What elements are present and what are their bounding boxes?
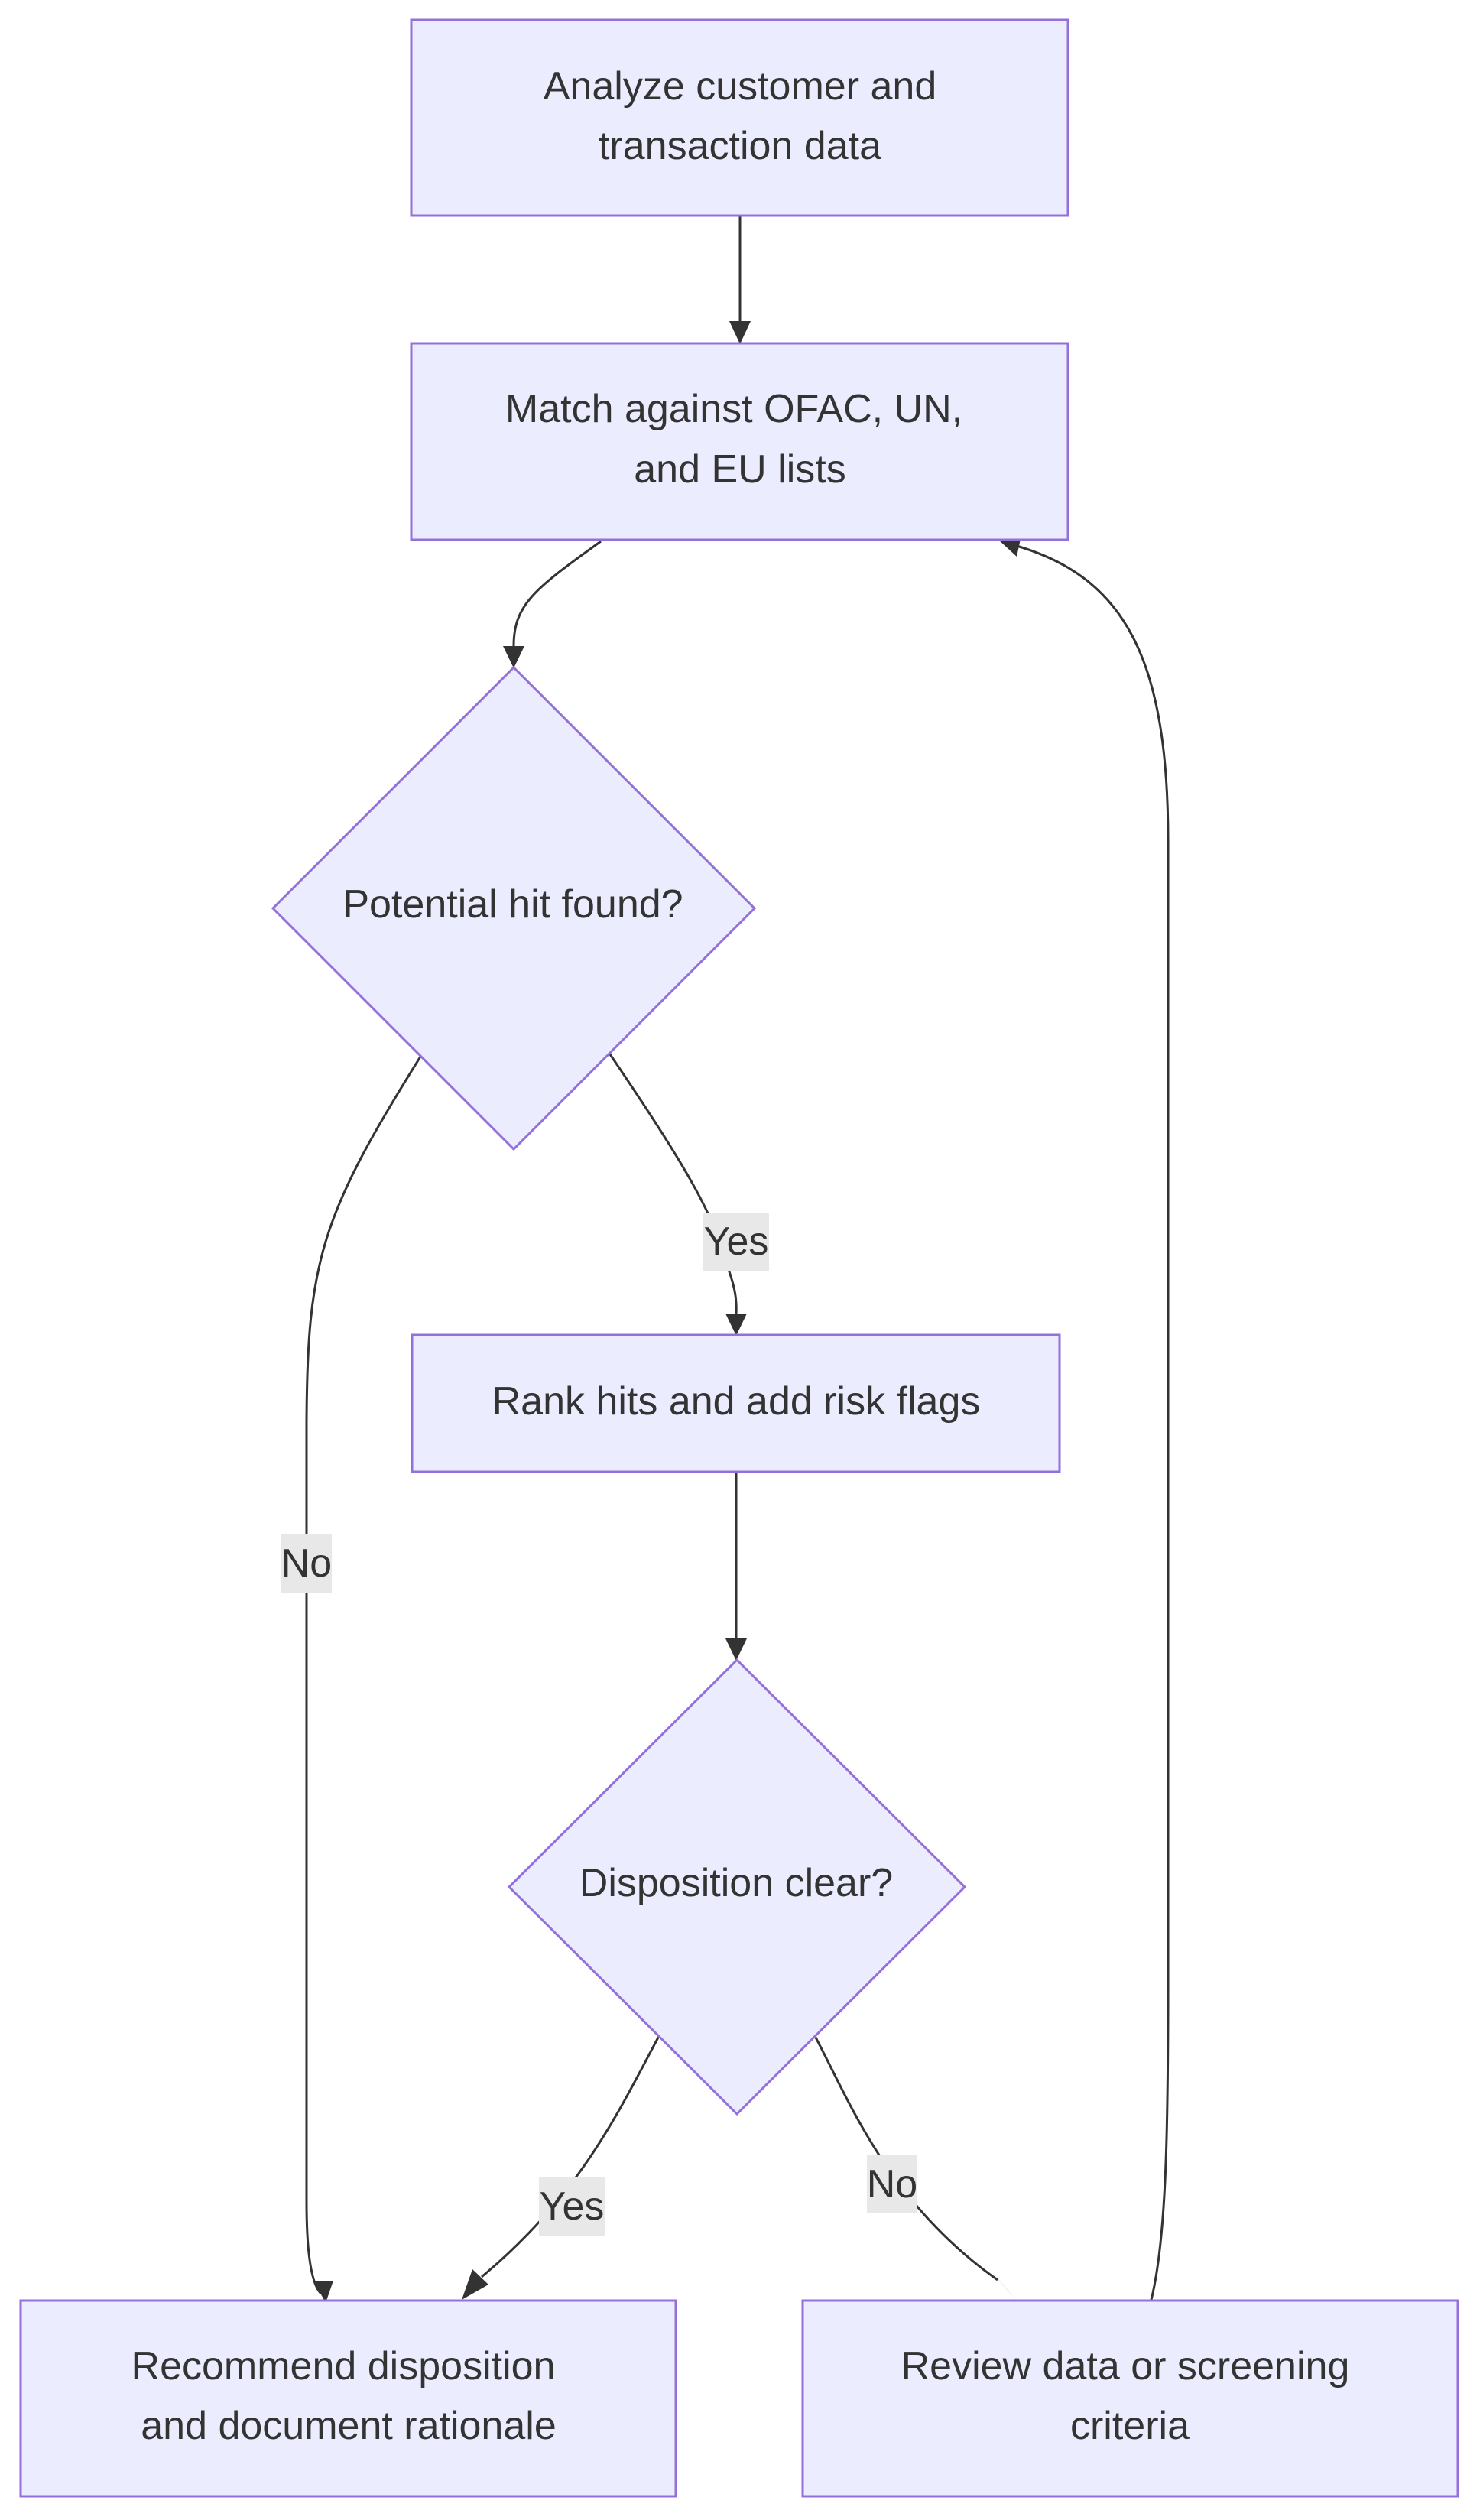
- node-analyze: Analyze customer and transaction data: [410, 18, 1069, 217]
- edge-hit-yes-arrowhead: [725, 1314, 747, 1336]
- edge-hit-yes: [609, 1054, 738, 1314]
- edge-labels: Yes No Yes No: [281, 1213, 917, 2236]
- edge-label-disp-no: No: [867, 2155, 917, 2213]
- edge-disp-yes-arrowhead: [462, 2269, 488, 2300]
- edge-disp-no: [813, 2035, 998, 2281]
- edge-label-hit-no: No: [281, 1534, 332, 1593]
- node-rank: Rank hits and add risk flags: [411, 1333, 1061, 1473]
- node-match-line-1: Match against OFAC, UN,: [505, 387, 962, 431]
- node-recommend: Recommend disposition and document ratio…: [19, 2299, 677, 2498]
- node-recommend-line-2: and document rationale: [141, 2404, 557, 2448]
- edge-match-to-hit-arrowhead: [503, 646, 524, 668]
- node-hit-found: Potential hit found?: [271, 665, 757, 1151]
- edge-analyze-to-match-arrowhead: [729, 321, 751, 344]
- node-disposition-clear-text: Disposition clear?: [579, 1861, 893, 1905]
- node-review-line-2: criteria: [1070, 2404, 1190, 2448]
- node-disposition-clear: Disposition clear?: [507, 1658, 967, 2116]
- node-rank-text: Rank hits and add risk flags: [492, 1379, 981, 1424]
- edge-disp-no-arrowhead: [992, 2271, 1017, 2301]
- edge-label-hit-yes-text: Yes: [704, 1219, 769, 1264]
- edge-disp-yes: [481, 2035, 660, 2278]
- edge-label-hit-yes: Yes: [703, 1213, 769, 1271]
- node-review-line-1: Review data or screening: [901, 2344, 1350, 2388]
- edge-rank-to-disposition-arrowhead: [725, 1638, 747, 1661]
- node-analyze-line-2: transaction data: [599, 124, 881, 168]
- edge-match-to-hit: [512, 540, 602, 647]
- edge-label-hit-no-text: No: [281, 1541, 332, 1586]
- edge-hit-no-arrowhead: [313, 2281, 333, 2303]
- node-hit-found-text: Potential hit found?: [342, 882, 683, 927]
- edge-hit-no: [305, 1056, 422, 2295]
- node-recommend-line-1: Recommend disposition: [131, 2344, 556, 2388]
- edge-review-to-match: [1016, 544, 1170, 2301]
- node-match-line-2: and EU lists: [634, 447, 845, 492]
- edge-label-disp-no-text: No: [867, 2162, 917, 2207]
- nodes: Analyze customer and transaction data Ma…: [19, 18, 1459, 2498]
- edge-label-disp-yes-text: Yes: [540, 2184, 605, 2229]
- node-review: Review data or screening criteria: [801, 2299, 1459, 2498]
- node-match: Match against OFAC, UN, and EU lists: [410, 342, 1069, 541]
- node-analyze-line-1: Analyze customer and: [544, 64, 937, 109]
- edge-label-disp-yes: Yes: [539, 2177, 605, 2236]
